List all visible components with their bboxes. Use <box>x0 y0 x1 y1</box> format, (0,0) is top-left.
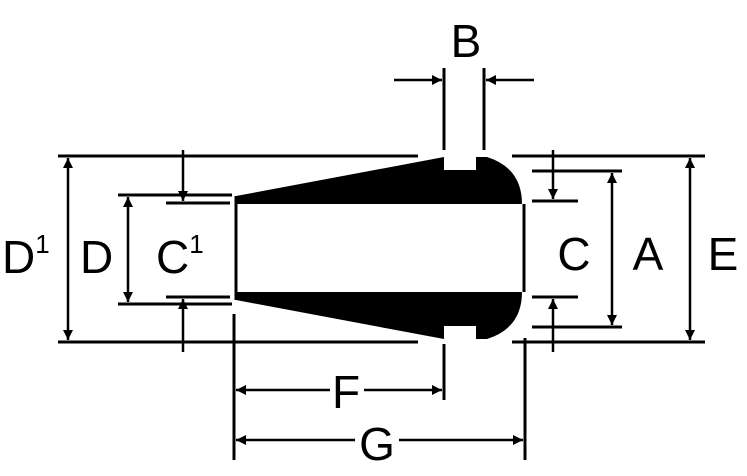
label-e: E <box>708 228 739 280</box>
label-d1-letter: D <box>2 231 35 283</box>
label-c1: C1 <box>156 229 204 283</box>
label-f: F <box>332 366 360 418</box>
collet-top-wall <box>236 157 522 204</box>
label-a: A <box>633 228 664 280</box>
label-b: B <box>451 15 482 67</box>
extension-lines <box>58 68 705 460</box>
label-c1-letter: C <box>156 231 189 283</box>
label-d1-superscript: 1 <box>35 229 49 259</box>
label-d1: D1 <box>2 229 50 283</box>
label-g: G <box>359 418 395 470</box>
collet-bottom-wall <box>236 292 522 339</box>
label-c: C <box>557 228 590 280</box>
label-c1-superscript: 1 <box>189 229 203 259</box>
dimension-labels: B D1 D C1 C A E F G <box>2 15 738 470</box>
collet-body <box>234 157 526 339</box>
label-d: D <box>80 231 113 283</box>
